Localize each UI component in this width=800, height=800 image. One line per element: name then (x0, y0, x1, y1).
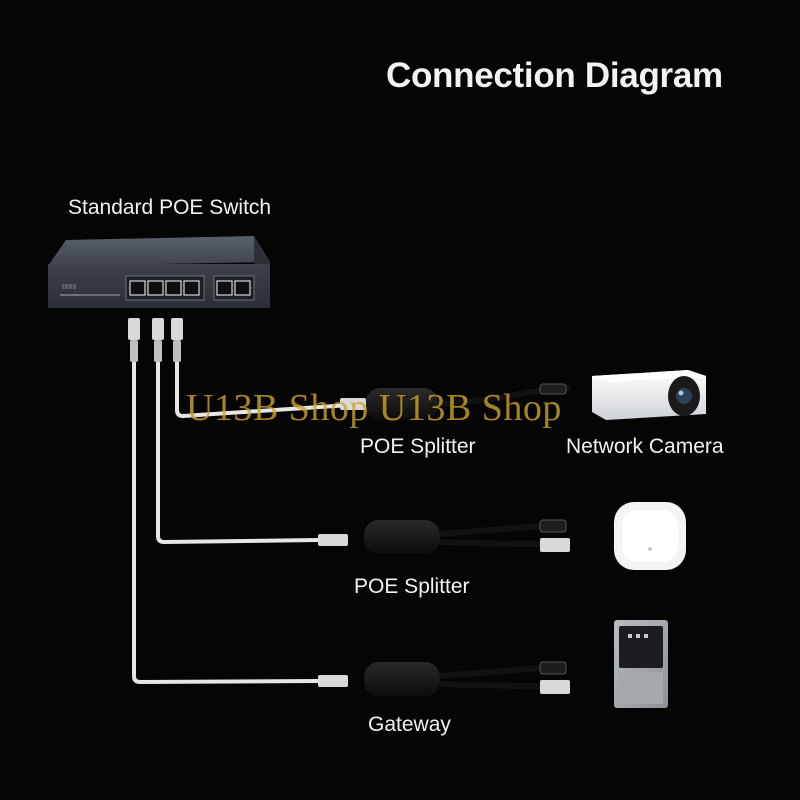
page-title: Connection Diagram (386, 56, 723, 95)
camera-hood (592, 370, 706, 382)
cable-group (132, 360, 367, 684)
switch-port-2 (147, 280, 164, 296)
switch-port-uplink-1 (216, 280, 233, 296)
splitter-3-lead-b (439, 681, 541, 689)
splitter-1-label: POE Splitter (360, 435, 476, 458)
poe-switch-icon: ||||||||||| (48, 236, 270, 308)
splitter-2-plug (318, 534, 348, 546)
splitter-3-body (364, 662, 440, 696)
gateway-device-icon (614, 620, 668, 708)
switch-port-1 (129, 280, 146, 296)
network-camera-icon (592, 370, 706, 420)
splitter-2-dc-jack (539, 519, 567, 533)
switch-top-face (48, 236, 270, 266)
switch-led-strip (60, 294, 120, 296)
cable-to-gateway-splitter (132, 360, 320, 684)
poe-splitter-icon (318, 661, 570, 696)
rj45-plug-icon (128, 318, 183, 362)
camera-lens (676, 388, 692, 404)
switch-label: Standard POE Switch (68, 196, 272, 219)
cable-to-camera-splitter (175, 360, 367, 418)
splitter-3-lead-a (439, 665, 541, 679)
splitter-1-plug (340, 398, 366, 410)
gateway-bottom-panel (619, 672, 663, 704)
splitter-3-plug (318, 675, 348, 687)
ap-face (622, 510, 678, 562)
splitter-2-body (364, 520, 440, 554)
splitter-3-dc-jack (539, 661, 567, 675)
switch-port-uplink-2 (234, 280, 251, 296)
gateway-screen-glyph (628, 634, 632, 638)
camera-lens-glint (678, 390, 684, 396)
poe-splitter-icon (340, 383, 571, 420)
wireless-access-point-icon (614, 502, 686, 570)
splitter-1-dc-jack (539, 383, 567, 395)
splitter-1-lead (437, 385, 571, 407)
gateway-screen (619, 626, 663, 668)
cable-to-ap-splitter (156, 360, 320, 544)
switch-front-text: ||||||||||| (62, 284, 76, 290)
switch-port-4 (183, 280, 200, 296)
splitter-2-label: POE Splitter (354, 575, 470, 598)
ap-status-led (648, 547, 652, 551)
splitter-3-rj45 (540, 680, 570, 694)
switch-port-3 (165, 280, 182, 296)
poe-splitter-icon (318, 519, 570, 554)
gateway-screen-glyph-3 (644, 634, 648, 638)
splitter-2-lead-a (439, 523, 541, 537)
splitter-2-rj45 (540, 538, 570, 552)
gateway-screen-glyph-2 (636, 634, 640, 638)
camera-label: Network Camera (566, 435, 724, 458)
gateway-label: Gateway (368, 713, 451, 736)
splitter-1-body (366, 388, 438, 420)
watermark-text: U13B Shop U13B Shop (186, 387, 562, 429)
splitter-2-lead-b (439, 539, 541, 547)
